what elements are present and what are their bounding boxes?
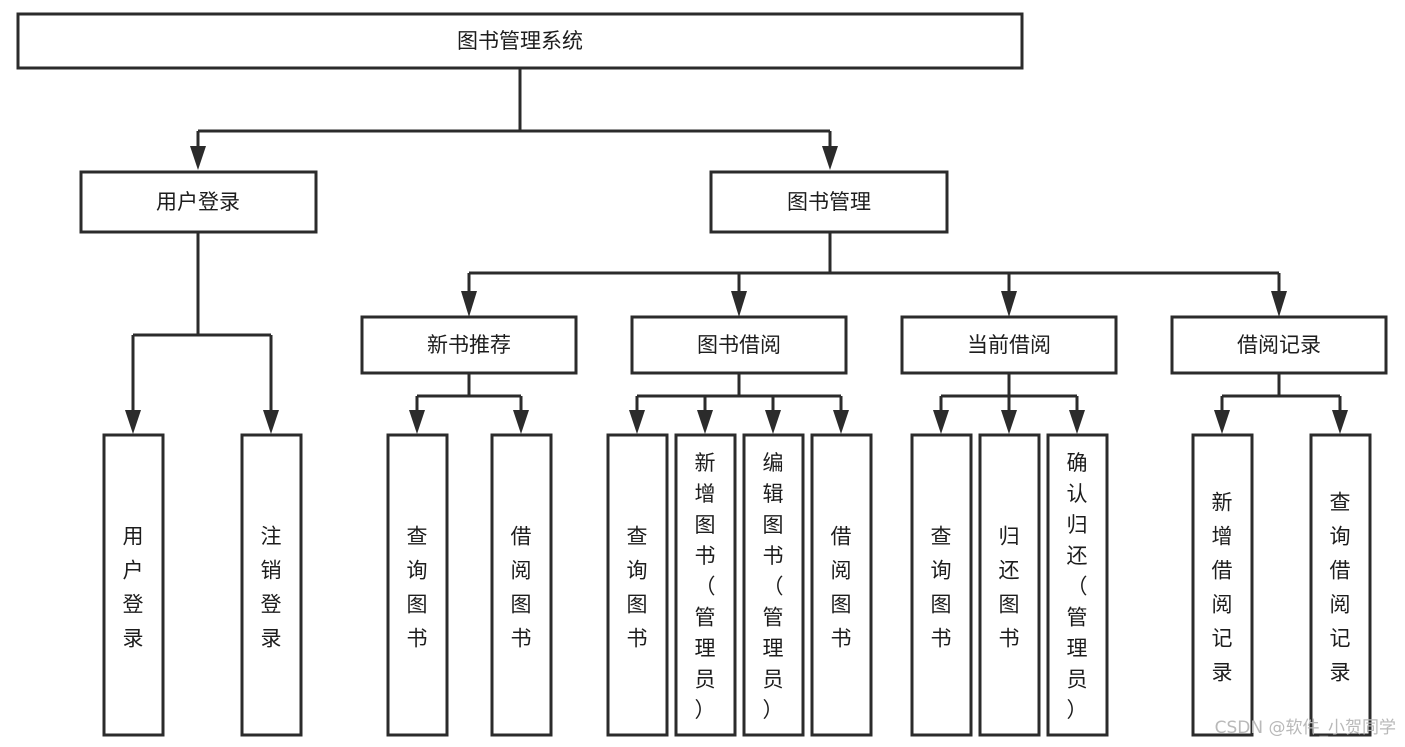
leaf-logout[interactable]: 注销登录 <box>240 433 303 737</box>
leaf-user-login-label: 用户登录 <box>123 525 144 651</box>
node-user-login[interactable]: 用户登录 <box>79 170 318 234</box>
leaf-nbr-query-book-box[interactable] <box>386 433 449 737</box>
node-new-book-recommend-box[interactable] <box>360 315 578 375</box>
leaf-dqjy-query-book[interactable]: 查询图书 <box>910 433 973 737</box>
leaf-nbr-borrow-book[interactable]: 借阅图书 <box>490 433 553 737</box>
node-borrow-record[interactable]: 借阅记录 <box>1170 315 1388 375</box>
arrow-head-tsjy-leaf3 <box>765 410 781 434</box>
arrow-head-dqjy-leaf1 <box>933 410 949 434</box>
node-current-borrow-box[interactable] <box>900 315 1118 375</box>
leaf-user-login[interactable]: 用户登录 <box>102 433 165 737</box>
arrow-head-nbr-leaf2 <box>513 410 529 434</box>
node-current-borrow[interactable]: 当前借阅 <box>900 315 1118 375</box>
node-borrow-record-label: 借阅记录 <box>1237 333 1321 357</box>
leaf-jyjl-add-record[interactable]: 新增借阅记录 <box>1191 433 1254 737</box>
leaf-tsjy-borrow-book-label: 借阅图书 <box>831 525 852 651</box>
node-new-book-recommend-label: 新书推荐 <box>427 333 511 357</box>
leaf-dqjy-return-book[interactable]: 归还图书 <box>978 433 1041 737</box>
arrow-head-borrow-record <box>1271 291 1287 317</box>
leaf-tsjy-edit-book-box[interactable] <box>742 433 805 737</box>
leaf-nbr-borrow-book-label: 借阅图书 <box>511 525 532 651</box>
leaf-tsjy-borrow-book[interactable]: 借阅图书 <box>810 433 873 737</box>
leaf-tsjy-query-book[interactable]: 查询图书 <box>606 433 669 737</box>
leaf-nbr-borrow-book-box[interactable] <box>490 433 553 737</box>
leaf-jyjl-add-record-box[interactable] <box>1191 433 1254 737</box>
arrow-head-to-book-manage <box>822 146 838 170</box>
leaf-tsjy-edit-book[interactable]: 编辑图书（管理员） <box>742 433 805 737</box>
arrow-head-current-borrow <box>1001 291 1017 317</box>
leaf-tsjy-query-book-label: 查询图书 <box>627 525 648 651</box>
leaf-jyjl-query-record-box[interactable] <box>1309 433 1372 737</box>
node-book-borrow[interactable]: 图书借阅 <box>630 315 848 375</box>
node-new-book-recommend[interactable]: 新书推荐 <box>360 315 578 375</box>
leaf-dqjy-confirm-return-box[interactable] <box>1046 433 1109 737</box>
arrow-head-jyjl-leaf1 <box>1214 410 1230 434</box>
node-book-borrow-label: 图书借阅 <box>697 333 781 357</box>
leaf-user-login-box[interactable] <box>102 433 165 737</box>
node-book-borrow-box[interactable] <box>630 315 848 375</box>
watermark-text: CSDN @软件_小贺同学 <box>1215 718 1396 738</box>
node-root[interactable]: 图书管理系统 <box>16 12 1024 70</box>
arrow-head-new-book-rec <box>461 291 477 317</box>
leaf-nbr-query-book-label: 查询图书 <box>407 525 428 651</box>
arrow-head-to-user-login <box>190 146 206 170</box>
leaf-tsjy-add-book[interactable]: 新增图书（管理员） <box>674 433 737 737</box>
leaf-tsjy-borrow-book-box[interactable] <box>810 433 873 737</box>
leaf-dqjy-confirm-return[interactable]: 确认归还（管理员） <box>1046 433 1109 737</box>
leaf-jyjl-add-record-label: 新增借阅记录 <box>1212 491 1233 685</box>
node-book-manage-label: 图书管理 <box>787 190 871 214</box>
arrow-head-tsjy-leaf1 <box>629 410 645 434</box>
node-root-box[interactable] <box>16 12 1024 70</box>
arrow-head-dqjy-leaf2 <box>1001 410 1017 434</box>
connector-layer <box>125 68 1348 434</box>
node-book-manage[interactable]: 图书管理 <box>709 170 949 234</box>
arrow-head-leaf-logout <box>263 410 279 434</box>
leaf-dqjy-query-book-box[interactable] <box>910 433 973 737</box>
leaf-dqjy-return-book-box[interactable] <box>978 433 1041 737</box>
leaf-tsjy-query-book-box[interactable] <box>606 433 669 737</box>
arrow-head-nbr-leaf1 <box>409 410 425 434</box>
leaf-tsjy-add-book-box[interactable] <box>674 433 737 737</box>
arrow-head-tsjy-leaf2 <box>697 410 713 434</box>
node-root-label: 图书管理系统 <box>457 29 583 53</box>
leaf-dqjy-confirm-return-label: 确认归还（管理员） <box>1067 451 1088 722</box>
leaf-logout-box[interactable] <box>240 433 303 737</box>
leaf-logout-label: 注销登录 <box>261 525 282 651</box>
node-borrow-record-box[interactable] <box>1170 315 1388 375</box>
node-book-manage-box[interactable] <box>709 170 949 234</box>
arrow-head-book-borrow <box>731 291 747 317</box>
arrow-head-dqjy-leaf3 <box>1069 410 1085 434</box>
arrow-head-leaf-user-login <box>125 410 141 434</box>
arrow-head-tsjy-leaf4 <box>833 410 849 434</box>
arrow-head-jyjl-leaf2 <box>1332 410 1348 434</box>
node-user-login-box[interactable] <box>79 170 318 234</box>
leaf-tsjy-edit-book-label: 编辑图书（管理员） <box>763 451 784 722</box>
leaf-tsjy-add-book-label: 新增图书（管理员） <box>695 451 716 722</box>
node-user-login-label: 用户登录 <box>156 190 240 214</box>
leaf-nbr-query-book[interactable]: 查询图书 <box>386 433 449 737</box>
leaf-jyjl-query-record[interactable]: 查询借阅记录 <box>1309 433 1372 737</box>
leaf-jyjl-query-record-label: 查询借阅记录 <box>1330 491 1351 685</box>
leaf-dqjy-query-book-label: 查询图书 <box>931 525 952 651</box>
leaf-dqjy-return-book-label: 归还图书 <box>999 525 1020 651</box>
node-current-borrow-label: 当前借阅 <box>967 333 1051 357</box>
